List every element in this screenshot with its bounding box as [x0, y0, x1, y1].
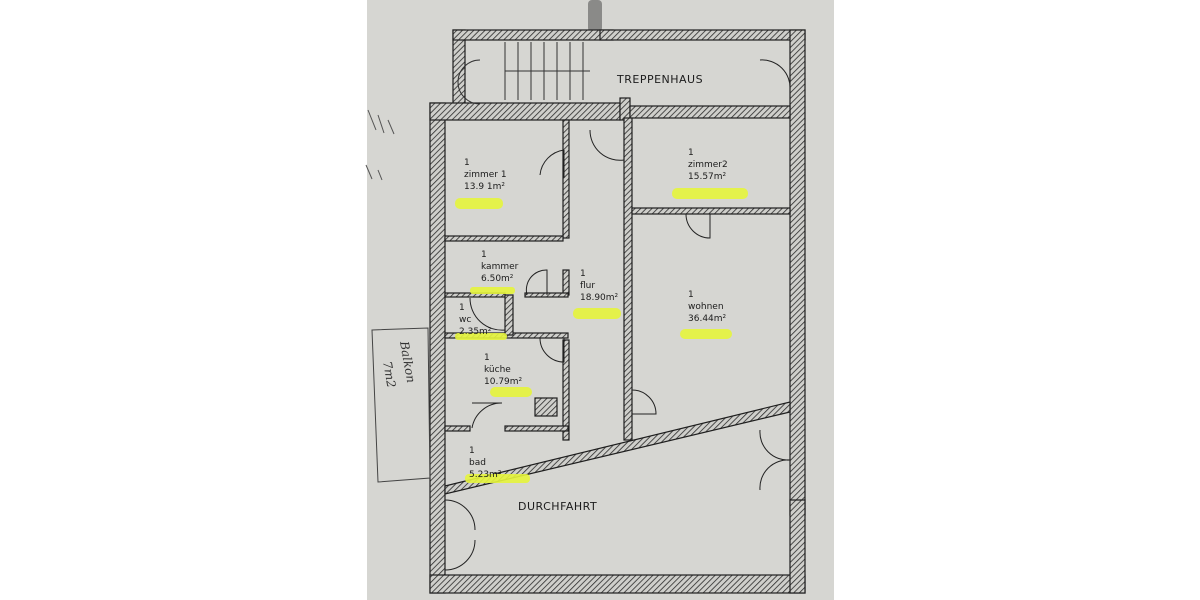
walls — [429, 29, 806, 594]
room-area: 10.79m² — [484, 377, 523, 387]
slanted-wall — [444, 401, 791, 495]
treppenhaus-label: TREPPENHAUS — [616, 73, 703, 86]
room-count: 1 — [484, 353, 490, 363]
room-küche: 1 küche 10.79m² — [484, 353, 523, 387]
room-name: wohnen — [688, 302, 724, 312]
balkon-area: 7m2 — [380, 360, 398, 389]
room-area: 6.50m² — [481, 274, 514, 284]
balkon-sketch: Balkon 7m2 — [365, 109, 431, 483]
room-name: zimmer 1 — [464, 170, 507, 180]
room-count: 1 — [464, 158, 470, 168]
room-area: 5.23m² — [469, 470, 502, 480]
room-count: 1 — [688, 290, 694, 300]
room-name: flur — [580, 281, 595, 291]
room-area: 15.57m² — [688, 172, 727, 182]
room-area: 13.9 1m² — [464, 182, 505, 192]
room-wohnen: 1 wohnen 36.44m² — [688, 290, 727, 324]
room-wc: 1 wc 2.35m² — [459, 303, 492, 337]
highlights — [455, 188, 748, 483]
durchfahrt-label: DURCHFAHRT — [518, 500, 597, 513]
room-area: 18.90m² — [580, 293, 619, 303]
doors — [444, 59, 791, 571]
room-zimmer2: 1 zimmer2 15.57m² — [688, 148, 728, 182]
room-count: 1 — [481, 250, 487, 260]
room-name: kammer — [481, 262, 519, 272]
room-zimmer-1: 1 zimmer 1 13.9 1m² — [464, 158, 507, 192]
room-area: 36.44m² — [688, 314, 727, 324]
staircase — [457, 42, 590, 105]
room-count: 1 — [580, 269, 586, 279]
room-bad: 1 bad 5.23m² — [469, 446, 502, 480]
room-name: wc — [459, 315, 471, 325]
room-count: 1 — [688, 148, 694, 158]
balkon-label: Balkon — [397, 339, 418, 384]
room-kammer: 1 kammer 6.50m² — [481, 250, 519, 284]
room-flur: 1 flur 18.90m² — [580, 269, 619, 303]
pipe — [588, 0, 602, 32]
room-area: 2.35m² — [459, 327, 492, 337]
room-name: küche — [484, 365, 511, 375]
room-count: 1 — [469, 446, 475, 456]
room-name: zimmer2 — [688, 160, 728, 170]
room-count: 1 — [459, 303, 465, 313]
room-name: bad — [469, 458, 486, 468]
